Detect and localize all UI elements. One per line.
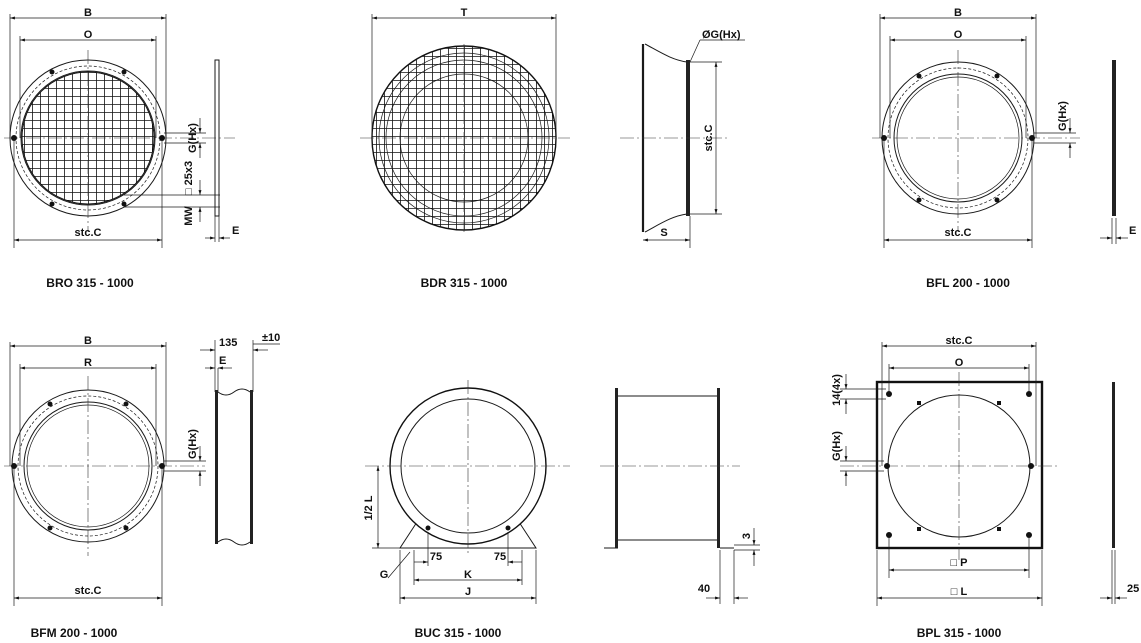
dim-r-label: R	[84, 357, 92, 369]
dim-e-label: E	[232, 225, 239, 237]
caption-bpl: BPL 315 - 1000	[917, 626, 1002, 640]
dim-e-bfl-label: E	[1129, 225, 1136, 237]
dim-3-label: 3	[741, 533, 753, 539]
bfl-drawing: B O stc.C G(Hx) E BFL 200 - 1000	[872, 7, 1136, 290]
dim-40-label: 40	[698, 583, 710, 595]
dim-14x4-label: 14(4x)	[831, 374, 843, 406]
bpl-drawing: stc.C O 14(4x) G(Hx) □ P □ L 25 BPL 315 …	[831, 335, 1139, 640]
dim-ghx-bpl-label: G(Hx)	[831, 431, 843, 461]
dim-s-label: S	[660, 227, 667, 239]
caption-bfm: BFM 200 - 1000	[31, 626, 118, 640]
dim-mw-label: MW	[183, 206, 195, 226]
dim-o-bfl-label: O	[954, 29, 963, 41]
dim-k-label: K	[464, 569, 472, 581]
dim-half-l-label: 1/2 L	[363, 495, 375, 520]
dim-o-bpl-label: O	[955, 357, 964, 369]
bro-drawing: B O stc.C G(Hx) □ 25x3 MW E BRO 315 - 10…	[4, 7, 239, 290]
dim-o-label: O	[84, 29, 93, 41]
dim-75a-label: 75	[430, 551, 442, 563]
dim-75b-label: 75	[494, 551, 506, 563]
dim-p-label: □ P	[950, 557, 967, 569]
bfm-drawing: B R stc.C G(Hx) 135 E ±10 BFM 200 - 1000	[4, 332, 280, 640]
dim-25-label: 25	[1127, 583, 1139, 595]
dim-ghx-bfl-label: G(Hx)	[1057, 101, 1069, 131]
dim-j-label: J	[465, 586, 471, 598]
caption-buc: BUC 315 - 1000	[415, 626, 502, 640]
dim-stcc-bdr-label: stc.C	[703, 124, 715, 151]
dim-b-label: B	[84, 7, 92, 19]
dim-ghx-label: G(Hx)	[187, 123, 199, 153]
dim-l-label: □ L	[951, 586, 968, 598]
dim-mesh-label: □ 25x3	[183, 161, 195, 195]
dim-t-label: T	[461, 7, 468, 19]
dim-oghx-label: ØG(Hx)	[702, 29, 741, 41]
dim-b-bfl-label: B	[954, 7, 962, 19]
dim-stcc-bfm-label: stc.C	[75, 585, 102, 597]
dim-e-bfm-label: E	[219, 355, 226, 367]
dim-pm10-label: ±10	[262, 332, 280, 344]
caption-bdr: BDR 315 - 1000	[421, 276, 508, 290]
dim-stcc-bpl-label: stc.C	[946, 335, 973, 347]
dim-b-bfm-label: B	[84, 335, 92, 347]
dim-135-label: 135	[219, 337, 237, 349]
caption-bfl: BFL 200 - 1000	[926, 276, 1010, 290]
bdr-drawing: T stc.C ØG(Hx) S BDR 315 - 1000	[360, 7, 745, 290]
buc-drawing: 1/2 L 75 75 G K J 40 3 BUC 315 - 1000	[363, 380, 760, 640]
dim-stcc-bfl-label: stc.C	[945, 227, 972, 239]
dim-ghx-bfm-label: G(Hx)	[187, 429, 199, 459]
caption-bro: BRO 315 - 1000	[46, 276, 134, 290]
dim-g-label: G	[380, 569, 389, 581]
dim-stcc-label: stc.C	[75, 227, 102, 239]
